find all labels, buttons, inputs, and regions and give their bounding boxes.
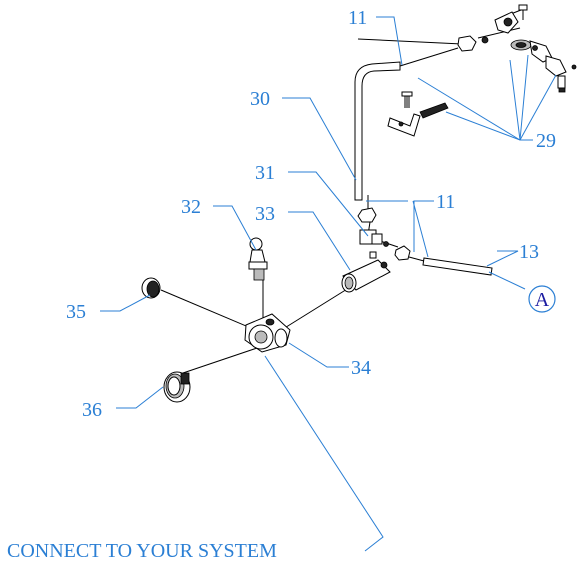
callout-labels: 11 30 29 31 11 32 33 13 35 34 36 xyxy=(66,7,556,421)
spring xyxy=(419,102,449,119)
manifold-34 xyxy=(244,313,291,353)
fitting-group-29 xyxy=(387,4,577,137)
fitting-group-31 xyxy=(357,207,411,261)
callout-33: 33 xyxy=(255,203,275,225)
tube-30 xyxy=(354,47,459,201)
connect-to-system-note: CONNECT TO YOUR SYSTEM xyxy=(7,540,277,562)
valve-block-33 xyxy=(341,259,391,293)
callout-35: 35 xyxy=(66,301,86,323)
callout-31: 31 xyxy=(255,162,275,184)
leader-lines xyxy=(100,16,557,552)
reference-marker-a-label: A xyxy=(535,289,550,311)
callout-30: 30 xyxy=(250,88,270,110)
gauge-36 xyxy=(163,371,191,403)
callout-34: 34 xyxy=(351,357,371,379)
callout-32: 32 xyxy=(181,196,201,218)
callout-11-top: 11 xyxy=(348,7,367,29)
fitting-32 xyxy=(248,237,268,281)
tube-13 xyxy=(408,256,493,276)
reference-marker-a: A xyxy=(528,285,556,313)
callout-13: 13 xyxy=(519,241,539,263)
callout-29: 29 xyxy=(536,130,556,152)
callout-36: 36 xyxy=(82,399,102,421)
callout-11-mid: 11 xyxy=(436,191,455,213)
cap-35 xyxy=(141,277,161,299)
assembly-lines xyxy=(160,9,522,374)
